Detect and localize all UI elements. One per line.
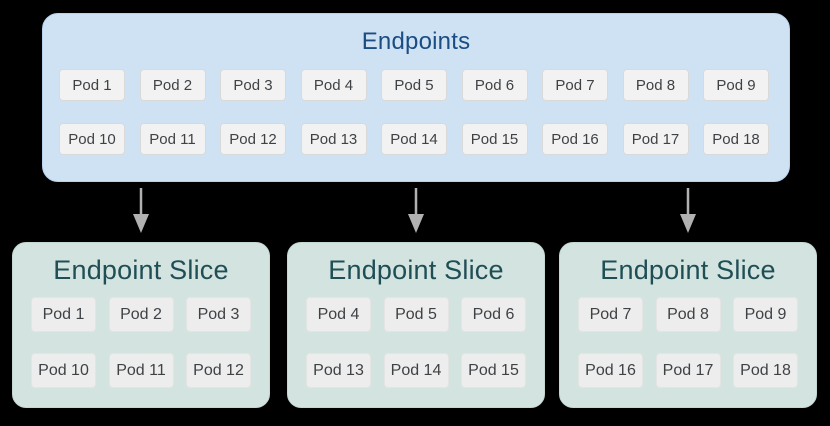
pod-box: Pod 13	[300, 123, 367, 155]
endpoints-title: Endpoints	[361, 28, 471, 55]
slice-3-pod-row-1: Pod 7 Pod 8 Pod 9	[578, 297, 798, 332]
pod-box: Pod 3	[220, 69, 286, 101]
pod-box: Pod 7	[542, 69, 608, 101]
pod-box: Pod 9	[733, 297, 798, 332]
pod-box: Pod 2	[108, 297, 174, 332]
pod-box: Pod 1	[59, 69, 125, 101]
endpoint-slice-title: Endpoint Slice	[328, 254, 504, 285]
pod-box: Pod 2	[139, 69, 206, 101]
pod-box: Pod 16	[542, 123, 608, 155]
pod-box: Pod 8	[655, 297, 721, 332]
endpoint-slice-title: Endpoint Slice	[53, 254, 229, 285]
pod-box: Pod 14	[381, 123, 447, 155]
flow-arrow-middle	[408, 188, 424, 233]
pod-box: Pod 15	[461, 353, 526, 388]
pod-box: Pod 4	[300, 69, 367, 101]
pod-box: Pod 6	[461, 69, 528, 101]
endpoint-slice-title: Endpoint Slice	[600, 254, 776, 285]
endpoints-box: Endpoints Pod 1 Pod 2 Pod 3 Pod 4 Pod 5 Pod 6…	[42, 13, 790, 182]
pod-box: Pod 18	[703, 123, 769, 155]
pod-box: Pod 3	[186, 297, 251, 332]
pod-box: Pod 7	[578, 297, 643, 332]
pod-box: Pod 17	[622, 123, 689, 155]
slice-3-pod-row-2: Pod 16 Pod 17 Pod 18	[578, 353, 798, 388]
pod-box: Pod 10	[59, 123, 125, 155]
pod-box: Pod 11	[139, 123, 206, 155]
pod-box: Pod 11	[108, 353, 174, 388]
endpoints-pod-row-1: Pod 1 Pod 2 Pod 3 Pod 4 Pod 5 Pod 6 Pod 7 Pod 8…	[59, 69, 769, 101]
pod-box: Pod 1	[31, 297, 96, 332]
pod-box: Pod 10	[31, 353, 96, 388]
flow-arrow-right	[680, 188, 696, 233]
pod-box: Pod 5	[381, 69, 447, 101]
pod-box: Pod 12	[220, 123, 286, 155]
pod-box: Pod 8	[622, 69, 689, 101]
pod-box: Pod 4	[306, 297, 371, 332]
pod-box: Pod 12	[186, 353, 251, 388]
pod-box: Pod 5	[383, 297, 449, 332]
slice-2-pod-row-1: Pod 4 Pod 5 Pod 6	[306, 297, 526, 332]
pod-box: Pod 14	[383, 353, 449, 388]
endpoints-pod-row-2: Pod 10 Pod 11 Pod 12 Pod 13 Pod 14 Pod 15 Pod …	[59, 123, 769, 155]
slice-1-pod-row-2: Pod 10 Pod 11 Pod 12	[31, 353, 251, 388]
pod-box: Pod 18	[733, 353, 798, 388]
pod-box: Pod 9	[703, 69, 769, 101]
flow-arrow-left	[133, 188, 149, 233]
slice-2-pod-row-2: Pod 13 Pod 14 Pod 15	[306, 353, 526, 388]
pod-box: Pod 16	[578, 353, 643, 388]
pod-box: Pod 17	[655, 353, 721, 388]
slice-1-pod-row-1: Pod 1 Pod 2 Pod 3	[31, 297, 251, 332]
pod-box: Pod 6	[461, 297, 526, 332]
pod-box: Pod 15	[461, 123, 528, 155]
pod-box: Pod 13	[306, 353, 371, 388]
